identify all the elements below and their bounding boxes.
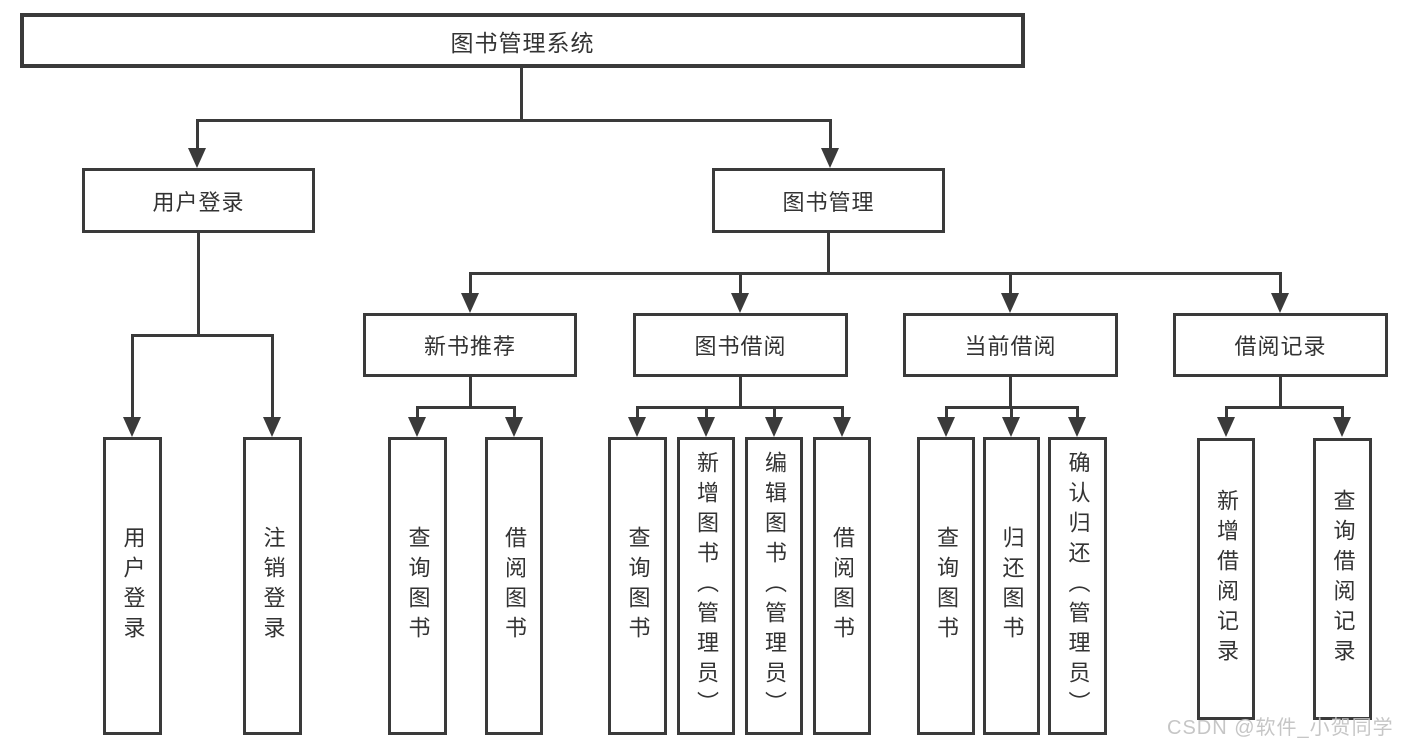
edge-to-bb-edit xyxy=(773,406,776,420)
leaf-bb-query-books: 查询图书 xyxy=(608,437,667,735)
edge-new-book-rail xyxy=(416,406,516,409)
edge-to-cb-confirm xyxy=(1076,406,1079,420)
leaf-logout: 注销登录 xyxy=(243,437,302,735)
edge-root-stem xyxy=(520,68,523,121)
leaf-hist-query-record-label: 查询借阅记录 xyxy=(1330,489,1356,669)
arrowhead-hist-query xyxy=(1333,417,1351,437)
leaf-hist-add-record-label: 新增借阅记录 xyxy=(1214,489,1239,669)
edge-to-book-borrow xyxy=(739,272,742,295)
leaf-cb-query-books: 查询图书 xyxy=(917,437,975,735)
leaf-hist-query-record: 查询借阅记录 xyxy=(1313,438,1372,720)
arrowhead-current-borrow xyxy=(1001,293,1019,313)
edge-to-current-borrow xyxy=(1009,272,1012,295)
leaf-bb-add-books-admin-label: 新增图书（管理员） xyxy=(694,451,719,721)
edge-book-borrow-rail xyxy=(636,406,844,409)
edge-to-bb-query xyxy=(636,406,639,420)
edge-to-nb-borrow xyxy=(513,406,516,420)
edge-borrow-record-rail xyxy=(1225,406,1344,409)
arrowhead-nb-query xyxy=(408,417,426,437)
leaf-user-login-label: 用户登录 xyxy=(120,526,146,646)
leaf-nb-borrow-books: 借阅图书 xyxy=(485,437,543,735)
node-new-book-recommend: 新书推荐 xyxy=(363,313,577,377)
leaf-cb-confirm-return-admin: 确认归还（管理员） xyxy=(1048,437,1107,735)
edge-to-book-mgmt xyxy=(829,119,832,151)
arrowhead-nb-borrow xyxy=(505,417,523,437)
leaf-nb-borrow-books-label: 借阅图书 xyxy=(502,526,527,646)
arrowhead-leaf-logout xyxy=(263,417,281,437)
node-borrowing-records: 借阅记录 xyxy=(1173,313,1388,377)
edge-to-leaf-user-login xyxy=(131,334,134,420)
leaf-nb-query-books: 查询图书 xyxy=(388,437,447,735)
leaf-bb-add-books-admin: 新增图书（管理员） xyxy=(677,437,735,735)
leaf-bb-query-books-label: 查询图书 xyxy=(625,526,651,646)
arrowhead-cb-confirm xyxy=(1068,417,1086,437)
leaf-user-login: 用户登录 xyxy=(103,437,162,735)
edge-book-borrow-stem xyxy=(739,377,742,408)
edge-to-new-book xyxy=(469,272,472,295)
edge-book-mgmt-stem xyxy=(827,233,830,274)
edge-borrow-record-stem xyxy=(1279,377,1282,408)
arrowhead-new-book xyxy=(461,293,479,313)
leaf-nb-query-books-label: 查询图书 xyxy=(405,526,431,646)
leaf-bb-borrow-books-label: 借阅图书 xyxy=(830,526,855,646)
leaf-bb-edit-books-admin: 编辑图书（管理员） xyxy=(745,437,803,735)
leaf-logout-label: 注销登录 xyxy=(260,526,286,646)
leaf-cb-return-books: 归还图书 xyxy=(983,437,1040,735)
edge-current-borrow-stem xyxy=(1009,377,1012,408)
leaf-bb-edit-books-admin-label: 编辑图书（管理员） xyxy=(762,451,787,721)
leaf-cb-return-books-label: 归还图书 xyxy=(999,526,1025,646)
leaf-bb-borrow-books: 借阅图书 xyxy=(813,437,871,735)
leaf-cb-confirm-return-admin-label: 确认归还（管理员） xyxy=(1065,451,1091,721)
edge-to-user-login xyxy=(196,119,199,151)
edge-to-leaf-logout xyxy=(271,334,274,420)
edge-to-borrow-record xyxy=(1279,272,1282,295)
arrowhead-user-login xyxy=(188,148,206,168)
node-user-login: 用户登录 xyxy=(82,168,315,233)
arrowhead-bb-query xyxy=(628,417,646,437)
arrowhead-cb-return xyxy=(1002,417,1020,437)
arrowhead-bb-edit xyxy=(765,417,783,437)
edge-to-bb-borrow xyxy=(841,406,844,420)
arrowhead-borrow-record xyxy=(1271,293,1289,313)
arrowhead-cb-query xyxy=(937,417,955,437)
edge-level2-rail xyxy=(196,119,832,122)
csdn-watermark: CSDN @软件_小贺同学 xyxy=(1167,717,1394,739)
edge-to-hist-add xyxy=(1225,406,1228,420)
edge-to-hist-query xyxy=(1341,406,1344,420)
arrowhead-book-mgmt xyxy=(821,148,839,168)
node-library-system: 图书管理系统 xyxy=(20,13,1025,68)
edge-to-nb-query xyxy=(416,406,419,420)
edge-new-book-stem xyxy=(469,377,472,408)
arrowhead-bb-borrow xyxy=(833,417,851,437)
node-book-borrowing: 图书借阅 xyxy=(633,313,848,377)
edge-level3-rail xyxy=(469,272,1282,275)
arrowhead-leaf-user-login xyxy=(123,417,141,437)
leaf-hist-add-record: 新增借阅记录 xyxy=(1197,438,1255,720)
edge-user-login-rail xyxy=(131,334,274,337)
node-current-borrowing: 当前借阅 xyxy=(903,313,1118,377)
edge-to-cb-return xyxy=(1010,406,1013,420)
arrowhead-bb-add xyxy=(697,417,715,437)
edge-to-bb-add xyxy=(705,406,708,420)
edge-to-cb-query xyxy=(945,406,948,420)
arrowhead-book-borrow xyxy=(731,293,749,313)
leaf-cb-query-books-label: 查询图书 xyxy=(934,526,959,646)
arrowhead-hist-add xyxy=(1217,417,1235,437)
node-book-management: 图书管理 xyxy=(712,168,945,233)
edge-user-login-stem xyxy=(197,232,200,336)
